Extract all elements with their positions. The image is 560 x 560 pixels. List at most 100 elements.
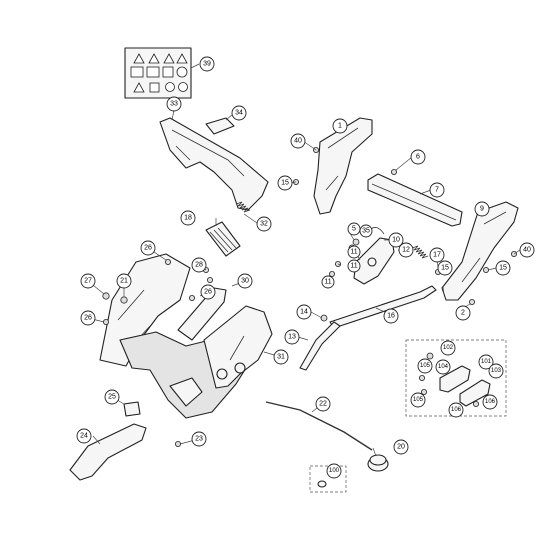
svg-text:26: 26 (84, 315, 92, 322)
callout-25: 25 (104, 389, 120, 405)
callout-23: 23 (191, 431, 207, 447)
svg-text:18: 18 (184, 215, 192, 222)
svg-text:40: 40 (523, 247, 531, 254)
callout-26-mid: 26 (200, 284, 216, 300)
svg-text:21: 21 (120, 278, 128, 285)
callout-34: 34 (231, 105, 247, 121)
guide-rail (367, 173, 463, 227)
svg-text:11: 11 (324, 279, 331, 286)
control-rod (265, 401, 373, 451)
svg-text:103: 103 (491, 368, 502, 374)
callout-14: 14 (296, 304, 312, 320)
callout-100: 100 (326, 463, 342, 479)
inset-detail-box-small (309, 465, 347, 493)
callout-103: 103 (488, 363, 504, 379)
svg-text:102: 102 (443, 345, 454, 351)
handle-upper-bracket (159, 117, 269, 211)
callout-27: 27 (80, 273, 96, 289)
svg-text:26: 26 (204, 289, 212, 296)
svg-text:9: 9 (480, 206, 484, 213)
svg-text:11: 11 (350, 263, 357, 270)
svg-text:35: 35 (362, 228, 370, 235)
clip (123, 401, 141, 417)
callout-16: 16 (383, 308, 399, 324)
lever-assembly (348, 227, 429, 285)
svg-text:31: 31 (277, 354, 285, 361)
svg-text:26: 26 (144, 245, 152, 252)
svg-text:32: 32 (260, 221, 268, 228)
callout-30: 30 (237, 273, 253, 289)
callout-11-c: 11 (321, 275, 335, 289)
inset-detail-box (405, 339, 507, 417)
callout-15-top: 15 (277, 175, 293, 191)
callout-106-a: 106 (482, 394, 498, 410)
svg-text:15: 15 (441, 265, 449, 272)
callout-17: 17 (429, 247, 445, 263)
svg-text:25: 25 (108, 394, 116, 401)
svg-text:24: 24 (80, 433, 88, 440)
svg-text:39: 39 (203, 61, 211, 68)
callout-40-top: 40 (290, 133, 306, 149)
adjustment-knob (367, 454, 389, 472)
callout-26-top: 26 (140, 240, 156, 256)
callout-104: 104 (435, 359, 451, 375)
svg-text:15: 15 (281, 180, 289, 187)
callout-24: 24 (76, 428, 92, 444)
rubber-pad (205, 117, 235, 135)
connecting-rod (299, 285, 437, 371)
svg-text:100: 100 (329, 468, 340, 474)
svg-text:2: 2 (461, 310, 465, 317)
svg-text:15: 15 (499, 265, 507, 272)
svg-text:28: 28 (195, 262, 203, 269)
callout-21: 21 (116, 273, 132, 289)
callout-15-right: 15 (495, 260, 511, 276)
svg-text:14: 14 (300, 309, 308, 316)
svg-text:40: 40 (294, 138, 302, 145)
callout-6: 6 (410, 149, 426, 165)
callout-105-a: 105 (417, 358, 433, 374)
callout-1: 1 (332, 118, 348, 134)
svg-text:101: 101 (481, 359, 492, 365)
svg-text:5: 5 (352, 226, 356, 233)
svg-text:1: 1 (338, 123, 342, 130)
callout-11-b: 11 (347, 259, 361, 273)
callout-33: 33 (166, 96, 182, 112)
callout-102: 102 (440, 340, 456, 356)
svg-text:7: 7 (435, 187, 439, 194)
callout-13: 13 (284, 329, 300, 345)
callout-105-b: 105 (410, 392, 426, 408)
callout-35: 35 (359, 224, 373, 238)
callout-22: 22 (315, 396, 331, 412)
callout-31: 31 (273, 349, 289, 365)
svg-text:23: 23 (195, 436, 203, 443)
callout-28: 28 (191, 257, 207, 273)
callout-40-right: 40 (519, 242, 535, 258)
callout-39: 39 (199, 56, 215, 72)
svg-text:33: 33 (170, 101, 178, 108)
callout-2: 2 (455, 305, 471, 321)
callout-12: 12 (398, 242, 414, 258)
svg-text:13: 13 (288, 334, 296, 341)
callout-5: 5 (347, 222, 361, 236)
cover-plate (205, 221, 241, 257)
svg-text:104: 104 (438, 364, 449, 370)
main-frame-center (119, 305, 273, 419)
tension-spring-small (235, 201, 251, 213)
left-side-bracket (441, 201, 519, 301)
svg-text:6: 6 (416, 154, 420, 161)
callout-7: 7 (429, 182, 445, 198)
callout-18: 18 (180, 210, 196, 226)
callout-9: 9 (474, 201, 490, 217)
right-side-plate (313, 117, 373, 215)
svg-text:17: 17 (433, 252, 441, 259)
svg-text:105: 105 (413, 397, 424, 403)
svg-text:20: 20 (397, 444, 405, 451)
svg-text:12: 12 (402, 247, 410, 254)
warning-label-sticker (124, 47, 192, 99)
callout-15-mid: 15 (437, 260, 453, 276)
svg-text:106: 106 (451, 407, 462, 413)
svg-text:30: 30 (241, 278, 249, 285)
callout-10: 10 (388, 232, 404, 248)
side-cover (69, 423, 147, 481)
svg-text:16: 16 (387, 313, 395, 320)
